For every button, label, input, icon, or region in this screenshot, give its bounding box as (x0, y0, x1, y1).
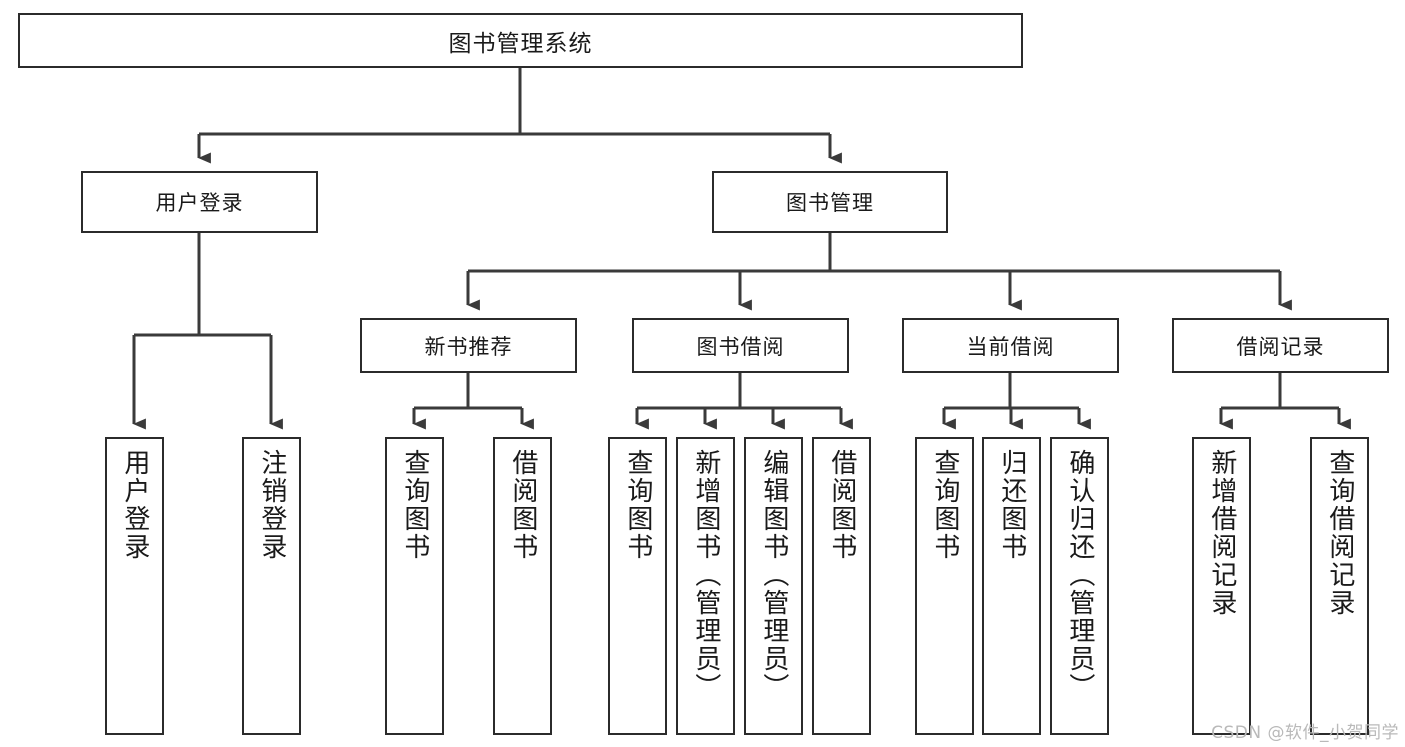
leaf-book-borrow-borrow-book[interactable]: 借阅图书 (812, 437, 871, 735)
node-borrow-record[interactable]: 借阅记录 (1172, 318, 1389, 373)
leaf-borrow-record-query-record[interactable]: 查询借阅记录 (1310, 437, 1369, 735)
leaf-new-book-borrow-book[interactable]: 借阅图书 (493, 437, 552, 735)
node-label: 图书管理 (786, 191, 874, 215)
node-new-book-recommend[interactable]: 新书推荐 (360, 318, 577, 373)
leaf-label: 查询图书 (622, 449, 653, 561)
leaf-borrow-record-add-record[interactable]: 新增借阅记录 (1192, 437, 1251, 735)
node-book-borrow[interactable]: 图书借阅 (632, 318, 849, 373)
leaf-book-borrow-query-book[interactable]: 查询图书 (608, 437, 667, 735)
node-label: 新书推荐 (424, 334, 513, 359)
node-current-borrow[interactable]: 当前借阅 (902, 318, 1119, 373)
node-label: 当前借阅 (966, 334, 1055, 359)
leaf-label: 归还图书 (996, 449, 1027, 561)
leaf-label: 注销登录 (256, 449, 287, 561)
node-label: 图书管理系统 (448, 30, 593, 57)
leaf-label: 查询借阅记录 (1324, 449, 1355, 617)
node-user-login[interactable]: 用户登录 (81, 171, 318, 233)
leaf-current-borrow-query-book[interactable]: 查询图书 (915, 437, 974, 735)
leaf-label: 新增图书（管理员） (690, 449, 721, 701)
node-label: 借阅记录 (1236, 334, 1325, 359)
leaf-current-borrow-return-book[interactable]: 归还图书 (982, 437, 1041, 735)
leaf-user-login-logout[interactable]: 注销登录 (242, 437, 301, 735)
node-book-management[interactable]: 图书管理 (712, 171, 948, 233)
leaf-new-book-query-book[interactable]: 查询图书 (385, 437, 444, 735)
leaf-current-borrow-confirm-return-admin[interactable]: 确认归还（管理员） (1050, 437, 1109, 735)
leaf-book-borrow-add-book-admin[interactable]: 新增图书（管理员） (676, 437, 735, 735)
leaf-label: 确认归还（管理员） (1064, 449, 1095, 701)
leaf-label: 查询图书 (929, 449, 960, 561)
node-label: 图书借阅 (696, 334, 785, 359)
leaf-label: 编辑图书（管理员） (758, 449, 789, 701)
leaf-book-borrow-edit-book-admin[interactable]: 编辑图书（管理员） (744, 437, 803, 735)
leaf-label: 借阅图书 (826, 449, 857, 561)
node-root-book-management-system[interactable]: 图书管理系统 (18, 13, 1023, 68)
leaf-label: 借阅图书 (507, 449, 538, 561)
leaf-label: 新增借阅记录 (1206, 449, 1237, 617)
leaf-user-login-login[interactable]: 用户登录 (105, 437, 164, 735)
node-label: 用户登录 (155, 191, 244, 215)
leaf-label: 用户登录 (119, 449, 150, 561)
leaf-label: 查询图书 (399, 449, 430, 561)
